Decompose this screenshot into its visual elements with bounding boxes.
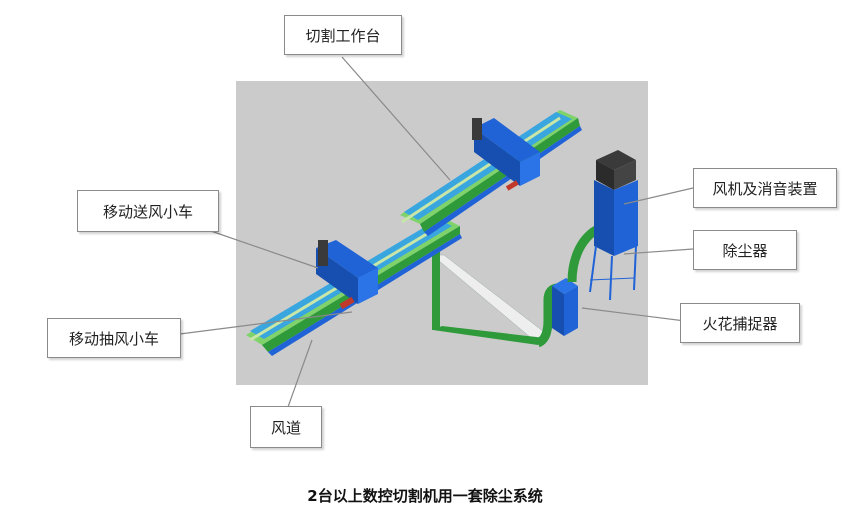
supply-cart-marker [339, 296, 355, 310]
label-dust-collector: 除尘器 [693, 230, 797, 270]
label-mobile-supply-cart: 移动送风小车 [77, 190, 219, 232]
exhaust-cart-marker [505, 180, 519, 191]
cutting-table-upper [400, 110, 582, 236]
spark-arrestor-unit [552, 278, 578, 336]
label-fan-muffler: 风机及消音装置 [693, 168, 837, 208]
label-mobile-exhaust-cart: 移动抽风小车 [47, 318, 181, 358]
figure-caption: 2台以上数控切割机用一套除尘系统 [307, 487, 543, 505]
label-spark-arrestor: 火花捕捉器 [680, 303, 800, 343]
leader-lines [171, 56, 694, 408]
label-air-duct: 风道 [250, 406, 322, 448]
cutting-gantry-lower [316, 240, 378, 304]
collector-duct [567, 226, 599, 283]
label-cutting-table: 切割工作台 [284, 15, 402, 55]
cutting-gantry-upper [472, 118, 540, 186]
dust-collector-unit [589, 150, 638, 301]
